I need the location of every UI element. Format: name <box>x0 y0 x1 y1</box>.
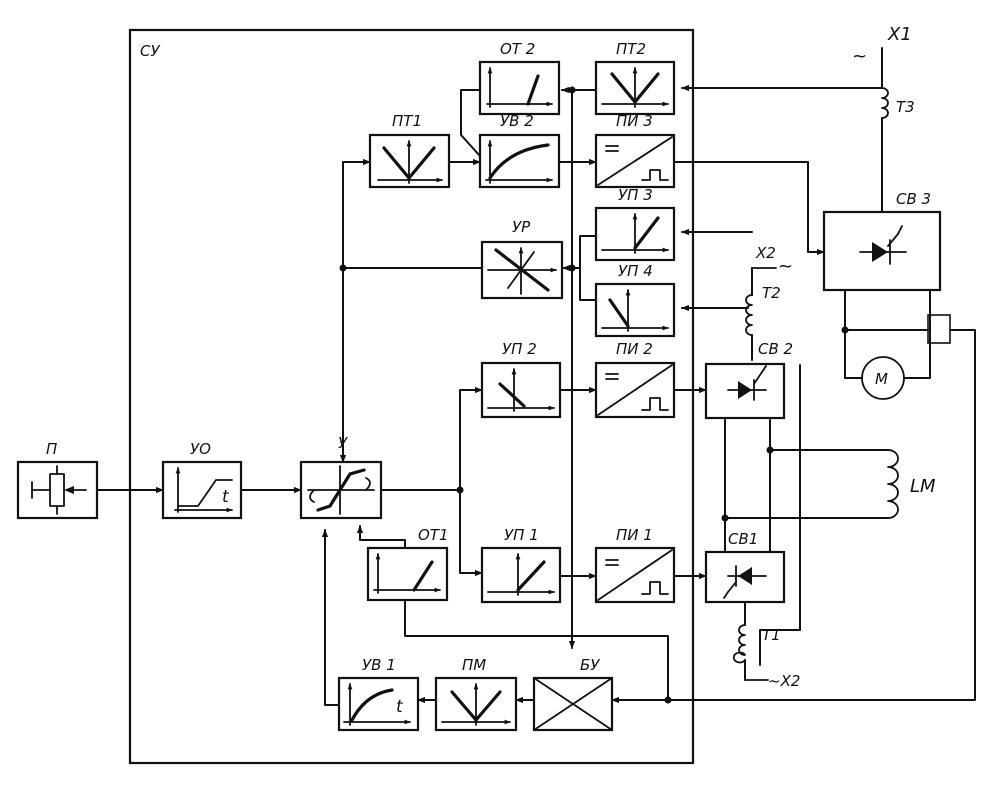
block-ot1-label: ОТ1 <box>418 526 449 544</box>
x2-bottom-label: ~Х2 <box>768 672 800 690</box>
block-ot1: ОТ1 <box>366 526 449 602</box>
block-pi2-label: ПИ 2 <box>616 340 653 358</box>
block-u: У <box>299 434 383 520</box>
block-sv3: СВ 3 <box>822 190 942 292</box>
t3-label: Т3 <box>896 98 915 116</box>
block-pi1: ПИ 1 <box>594 526 676 604</box>
block-pm: ПМ <box>434 656 518 732</box>
block-uv2: УВ 2 <box>478 112 561 189</box>
block-sv2-label: СВ 2 <box>758 340 793 358</box>
block-pi2: ПИ 2 <box>594 340 676 419</box>
block-uv2-label: УВ 2 <box>500 112 534 130</box>
block-ur-label: УР <box>512 218 531 236</box>
block-uv1-t: t <box>396 697 404 717</box>
block-uo: t УО <box>161 440 243 520</box>
x2-top-label: Х2 <box>755 244 776 262</box>
block-up3-label: УП 3 <box>618 186 653 204</box>
supply-labels: Х1 ~ Х2 ~ ~Х2 <box>744 24 912 690</box>
block-sv3-label: СВ 3 <box>896 190 931 208</box>
control-system-frame: СУ <box>128 28 695 765</box>
x1-tilde: ~ <box>852 46 867 67</box>
block-up4: УП 4 <box>594 262 676 338</box>
lm-label: LM <box>910 476 936 497</box>
x2-top-tilde: ~ <box>778 256 793 277</box>
block-pi1-label: ПИ 1 <box>616 526 653 544</box>
junction-dots <box>339 86 849 704</box>
block-pi3: ПИ 3 <box>594 112 676 189</box>
block-bu-label: БУ <box>580 656 600 674</box>
t1-label: Т1 <box>762 626 781 644</box>
transformer-t3: Т3 <box>881 87 915 119</box>
block-pt1-label: ПТ1 <box>392 112 422 130</box>
block-uv1: t УВ 1 <box>337 656 420 732</box>
block-bu: БУ <box>532 656 614 732</box>
block-pi3-label: ПИ 3 <box>616 112 653 130</box>
t2-label: Т2 <box>762 284 781 302</box>
motor-label: М <box>875 370 888 388</box>
block-ot2: ОТ 2 <box>478 40 561 116</box>
block-pt1: ПТ1 <box>368 112 451 189</box>
block-up4-label: УП 4 <box>618 262 653 280</box>
frame-label: СУ <box>140 42 160 60</box>
block-p-label: П <box>46 440 57 458</box>
block-p: П <box>16 440 99 520</box>
block-ur: УР <box>480 218 564 300</box>
block-uo-label: УО <box>190 440 211 458</box>
block-u-label: У <box>338 434 348 452</box>
transformer-t2: Т2 <box>745 267 781 336</box>
block-ot2-label: ОТ 2 <box>500 40 535 58</box>
wires <box>96 47 976 706</box>
block-sv2: СВ 2 <box>704 340 793 420</box>
field-winding-lm: LM <box>887 449 936 519</box>
block-sv1: СВ1 <box>704 530 786 604</box>
block-sv1-label: СВ1 <box>728 530 758 548</box>
transformer-t1: Т1 <box>732 624 781 664</box>
block-up3: УП 3 <box>594 186 676 262</box>
block-pt2-label: ПТ2 <box>616 40 646 58</box>
block-up1-label: УП 1 <box>504 526 539 544</box>
block-up1: УП 1 <box>480 526 562 604</box>
block-up2-label: УП 2 <box>502 340 537 358</box>
block-pt2: ПТ2 <box>594 40 676 116</box>
block-uv1-label: УВ 1 <box>362 656 396 674</box>
motor: М <box>861 356 905 400</box>
block-up2: УП 2 <box>480 340 562 419</box>
block-pm-label: ПМ <box>462 656 486 674</box>
x1-label: Х1 <box>887 24 912 45</box>
block-uo-t: t <box>222 487 230 507</box>
